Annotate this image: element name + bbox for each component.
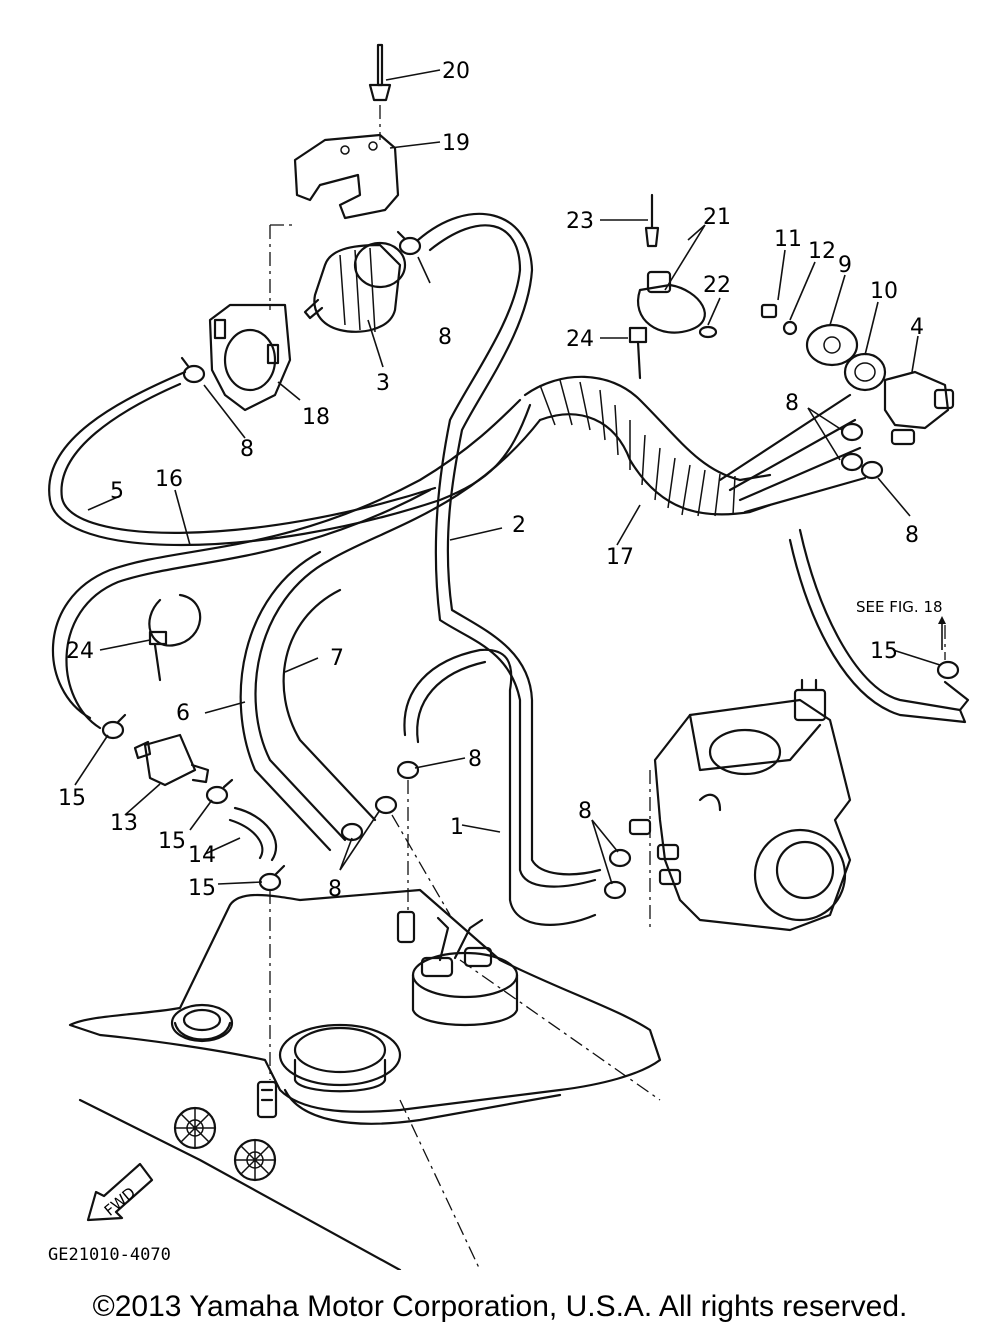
hose-14: [228, 806, 278, 862]
callout-15-mid: 15: [158, 829, 186, 854]
assembly-lines: [269, 105, 946, 1080]
callout-5: 5: [110, 479, 124, 504]
callout-23: 23: [566, 209, 594, 234]
callout-11: 11: [774, 227, 802, 252]
filter-holder-bracket: [208, 303, 292, 412]
fuel-system-exploded-diagram: 20 19 23 21 22 11 12 9 10 4 24 8 3 18 8 …: [48, 43, 970, 1270]
grommets: [173, 1106, 277, 1182]
vent-check-fitting: [256, 910, 416, 1119]
callout-8-cock-upper: 8: [785, 391, 799, 416]
fwd-label: FWD: [101, 1183, 139, 1219]
callout-7: 7: [330, 646, 344, 671]
callout-8-cock-lower: 8: [905, 523, 919, 548]
callout-17: 17: [606, 545, 634, 570]
callout-8-filter: 8: [438, 325, 452, 350]
copyright-notice: ©2013 Yamaha Motor Corporation, U.S.A. A…: [92, 1290, 908, 1323]
callout-20: 20: [442, 59, 470, 84]
reference-note: SEE FIG. 18: [856, 598, 943, 616]
mounting-bracket: [293, 133, 400, 220]
callout-24-top: 24: [566, 327, 594, 352]
callout-2: 2: [512, 513, 526, 538]
callout-24-left: 24: [66, 639, 94, 664]
carburetor-assembly: [628, 678, 852, 932]
callout-8-lower: 8: [328, 877, 342, 902]
callout-4: 4: [910, 315, 924, 340]
corrugated-protector: [523, 375, 967, 724]
callout-18: 18: [302, 405, 330, 430]
callout-8-carb: 8: [578, 799, 592, 824]
hose-clamps: [101, 230, 960, 900]
callout-12: 12: [808, 239, 836, 264]
leader-lines: [74, 69, 946, 885]
fuel-cock-assembly: [760, 303, 955, 446]
callout-21: 21: [703, 205, 731, 230]
callout-3: 3: [376, 371, 390, 396]
callout-13: 13: [110, 811, 138, 836]
callout-16: 16: [155, 467, 183, 492]
callout-labels: 20 19 23 21 22 11 12 9 10 4 24 8 3 18 8 …: [58, 59, 943, 902]
fuel-sender-unit: [411, 916, 519, 1027]
fuel-outlet-fitting: [170, 1003, 234, 1043]
fuel-hose-bundle: [48, 212, 602, 926]
callout-14: 14: [188, 843, 216, 868]
forward-direction-arrow: FWD: [86, 1162, 154, 1222]
callout-15-right: 15: [870, 639, 898, 664]
fuel-tank-filler-neck: [278, 1023, 402, 1093]
callout-22: 22: [703, 273, 731, 298]
callout-10: 10: [870, 279, 898, 304]
vent-valve-13: [133, 733, 210, 787]
callout-15-lower: 15: [188, 876, 216, 901]
cable-ties-and-holders: [148, 193, 718, 682]
callout-8-left: 8: [240, 437, 254, 462]
callout-1: 1: [450, 815, 464, 840]
fuel-tank: [68, 888, 662, 1270]
fuel-filter: [303, 241, 407, 333]
callout-6: 6: [176, 701, 190, 726]
callout-19: 19: [442, 131, 470, 156]
hose-15-vent: [943, 680, 970, 712]
callout-8-center: 8: [468, 747, 482, 772]
callout-15-left: 15: [58, 786, 86, 811]
callout-9: 9: [838, 253, 852, 278]
drawing-code: GE21010-4070: [48, 1245, 171, 1265]
rivet: [368, 43, 392, 102]
